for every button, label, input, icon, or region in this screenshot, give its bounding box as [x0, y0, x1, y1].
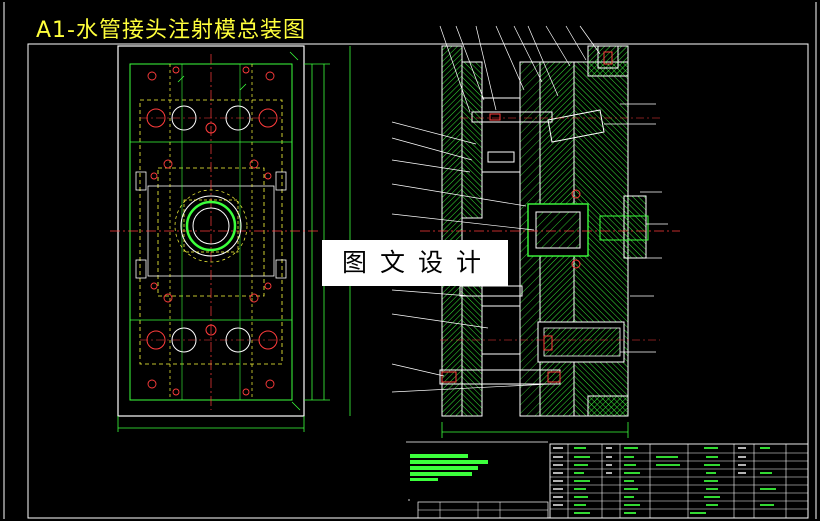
drawing-title: A1-水管接头注射模总装图: [36, 18, 306, 43]
parts-list-table: [417, 443, 809, 519]
section-view: [391, 25, 680, 438]
watermark-banner: 图文设计: [322, 240, 508, 286]
label-block: [406, 441, 548, 501]
plan-view: [110, 45, 351, 432]
